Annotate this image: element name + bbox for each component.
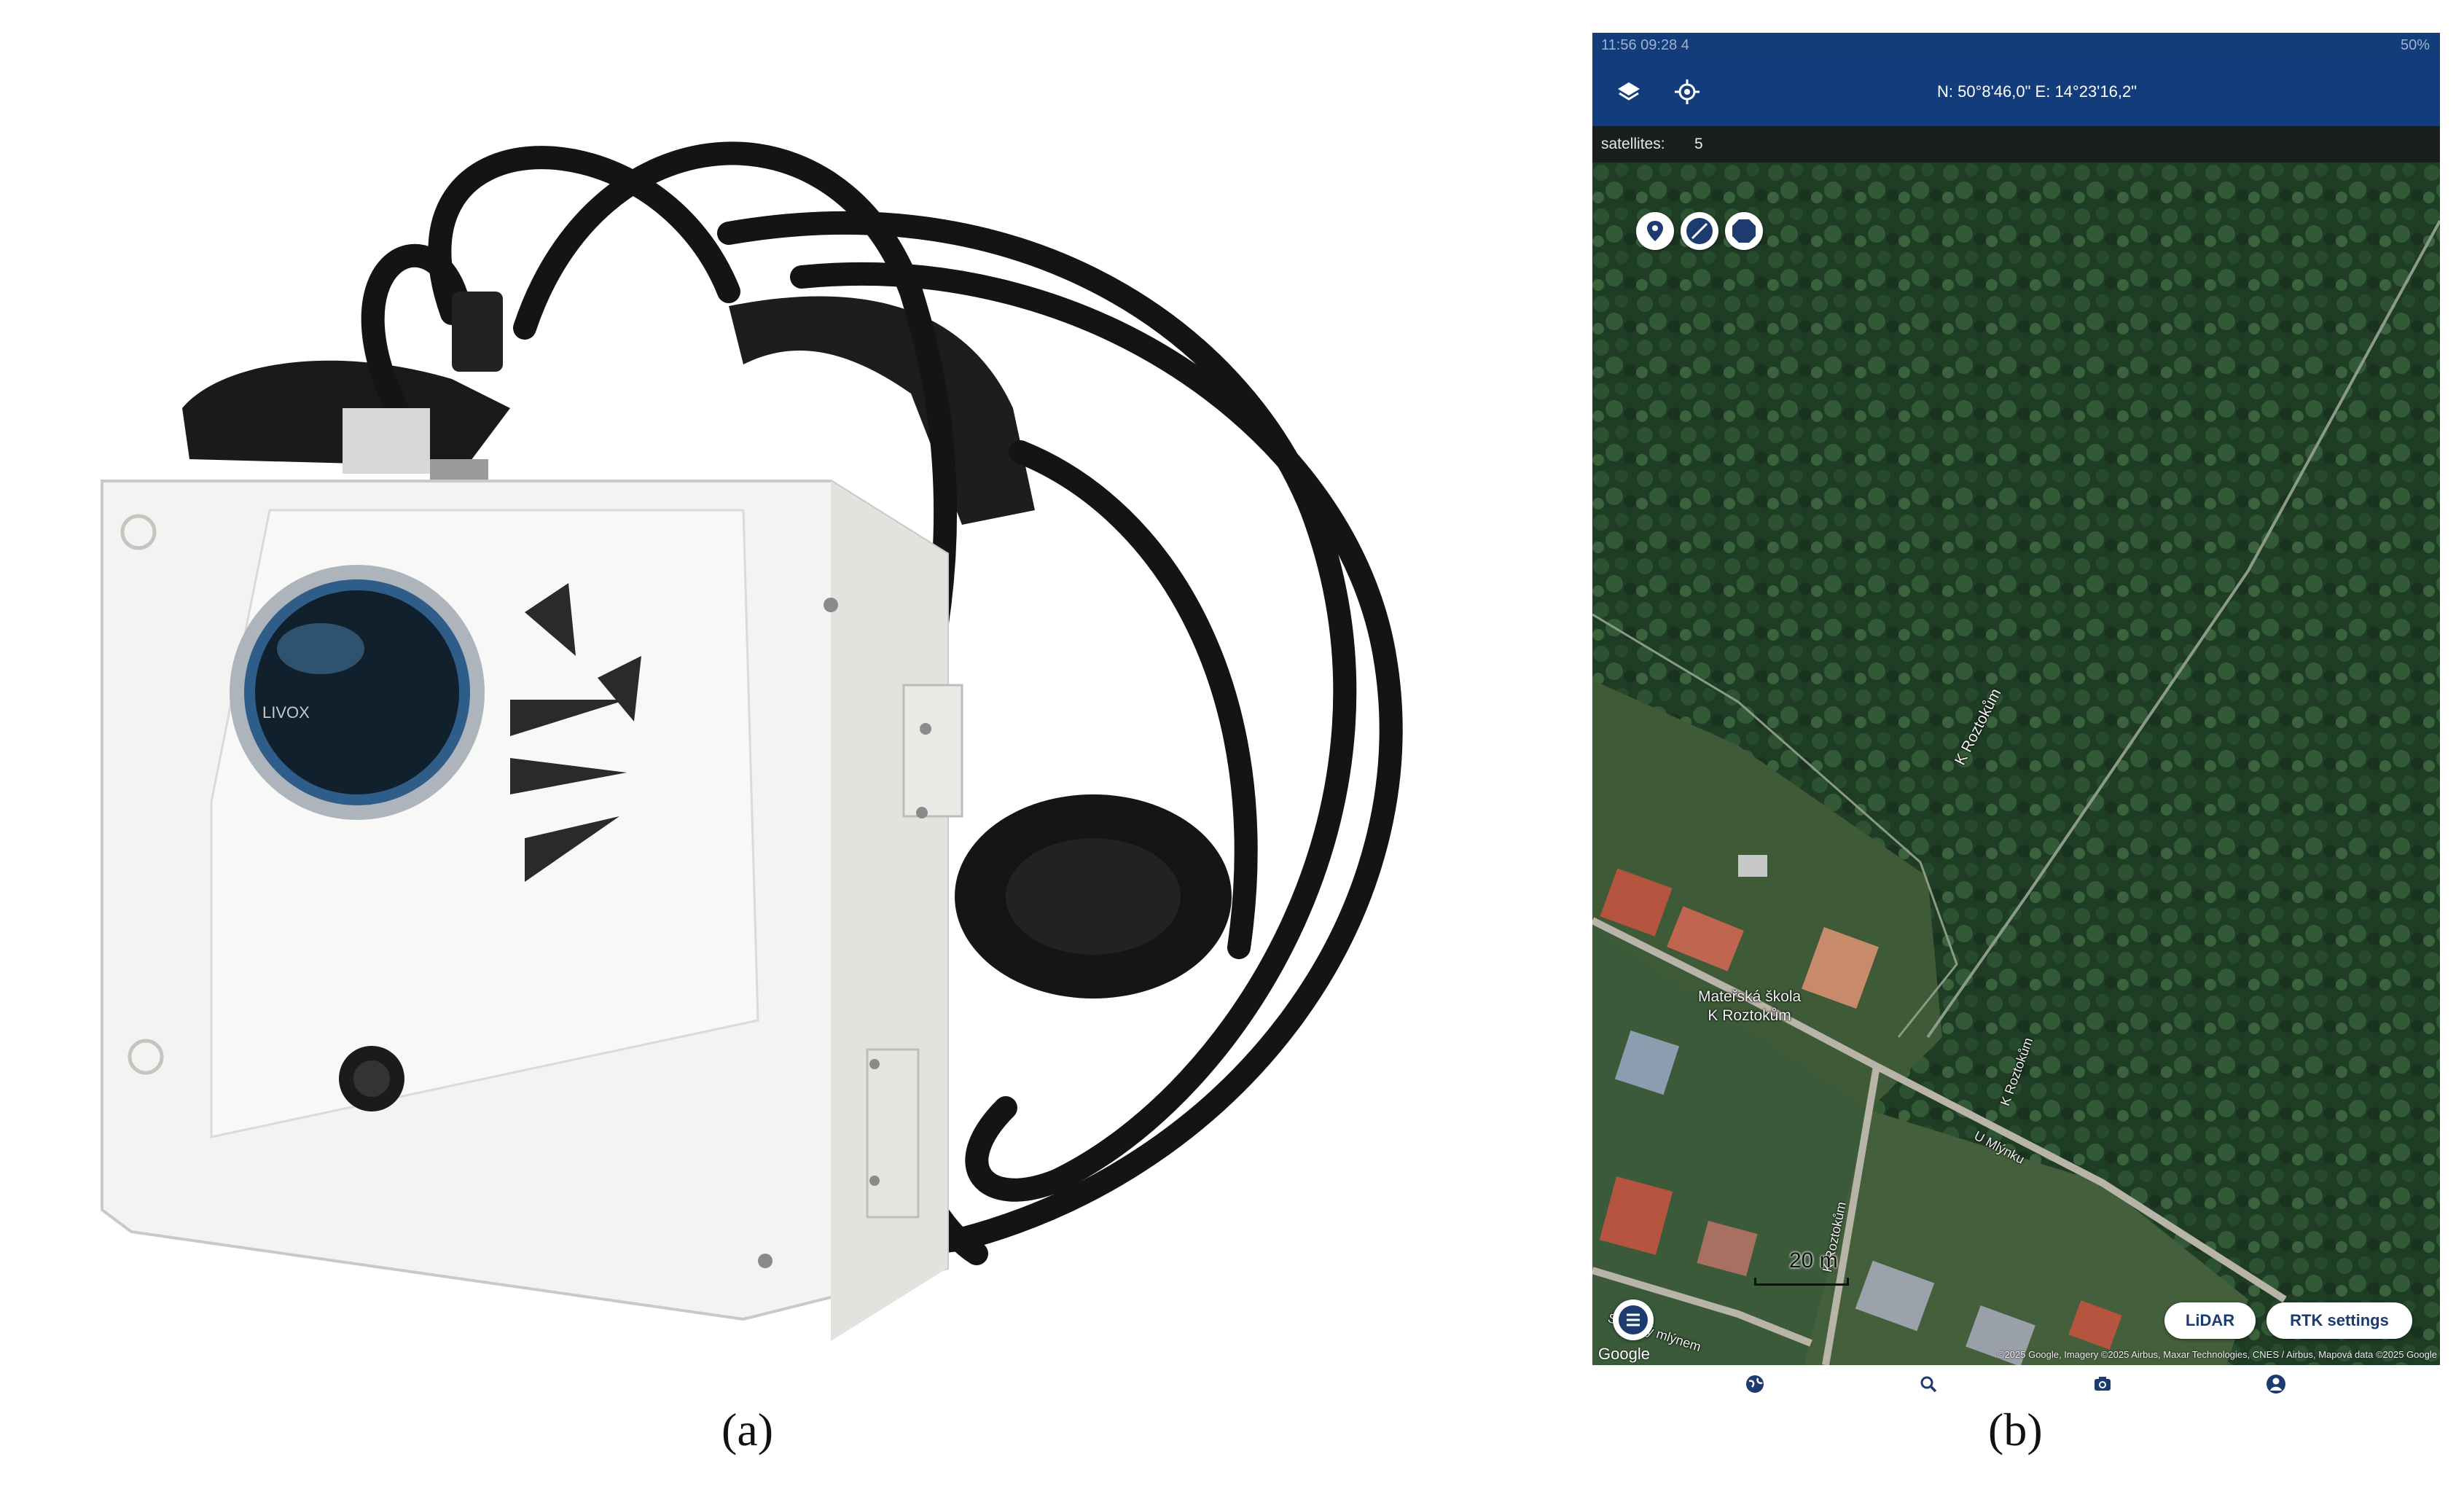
satellite-map[interactable]: Mateřská škola K Roztokům K Roztokům K R… — [1592, 163, 2440, 1365]
rtk-settings-button[interactable]: RTK settings — [2267, 1302, 2412, 1339]
satellites-count: 5 — [1694, 136, 1703, 152]
menu-icon — [1619, 1305, 1648, 1334]
gps-coordinates: N: 50°8'46,0" E: 14°23'16,2" — [1936, 82, 2138, 101]
status-bar: 11:56 09:28 4 50% — [1592, 33, 2440, 58]
polygon-icon — [1732, 219, 1756, 243]
battery-level: 50% — [2400, 37, 2430, 53]
phone-screenshot: 11:56 09:28 4 50% N: 50°8'46,0" E: 14°23… — [1592, 33, 2440, 1403]
caption-a: (a) — [721, 1404, 774, 1455]
caption-b: (b) — [1988, 1404, 2043, 1455]
lidar-brand-text: LIVOX — [262, 703, 310, 722]
device-photo: LIVOX — [101, 141, 1403, 1341]
map-imagery — [1592, 163, 2440, 1365]
map-scale-bar — [1754, 1278, 1849, 1286]
lidar-backpack-illustration: LIVOX — [101, 141, 1403, 1341]
pin-icon — [1647, 221, 1663, 241]
polygon-tool-button[interactable] — [1725, 212, 1763, 250]
pin-tool-button[interactable] — [1636, 212, 1674, 250]
menu-button[interactable] — [1613, 1300, 1654, 1340]
satellites-label: satellites: — [1601, 136, 1665, 152]
google-logo: Google — [1598, 1345, 1650, 1363]
bottom-navigation — [1592, 1365, 2440, 1403]
status-extra: 09:28 4 — [1640, 37, 1689, 53]
map-scale-label: 20 m — [1789, 1248, 1838, 1273]
locate-icon[interactable] — [1669, 74, 1705, 110]
line-tool-button[interactable] — [1681, 212, 1718, 250]
layers-icon[interactable] — [1611, 74, 1647, 110]
map-attribution[interactable]: ©2025 Google, Imagery ©2025 Airbus, Maxa… — [1997, 1349, 2437, 1360]
satellite-bar: satellites: 5 — [1592, 126, 2440, 163]
globe-icon[interactable] — [1742, 1371, 1768, 1397]
poi-label[interactable]: Mateřská škola K Roztokům — [1698, 988, 1802, 1024]
camera-icon[interactable] — [2089, 1371, 2116, 1397]
search-icon[interactable] — [1915, 1371, 1941, 1397]
lidar-button[interactable]: LiDAR — [2164, 1302, 2256, 1339]
status-time: 11:56 — [1601, 37, 1637, 53]
app-bar: N: 50°8'46,0" E: 14°23'16,2" — [1592, 58, 2440, 126]
account-icon[interactable] — [2263, 1371, 2289, 1397]
line-icon — [1686, 218, 1713, 244]
